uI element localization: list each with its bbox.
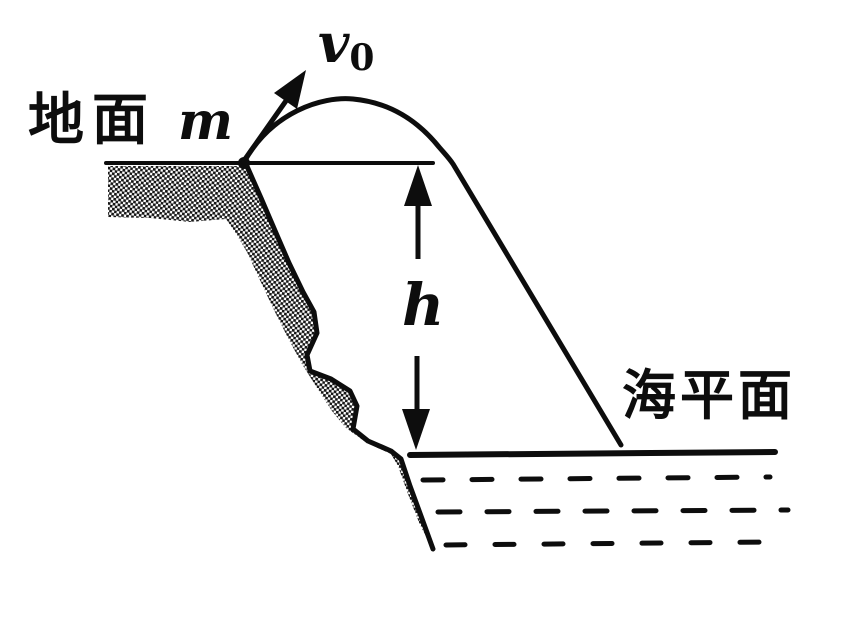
sea-level-label: 海平面 [622, 363, 796, 427]
velocity-subscript: 0 [349, 37, 375, 79]
trajectory-curve [241, 96, 624, 448]
height-arrowhead-up-icon [404, 165, 432, 206]
water-dash-line-2 [429, 507, 791, 515]
water-dash-line-1 [420, 474, 773, 483]
cliff-shape [108, 166, 433, 549]
ground-label: 地面 [28, 87, 156, 153]
initial-velocity-label: v0 [318, 16, 374, 76]
cliff-face-edge [243, 161, 436, 552]
height-arrowhead-down-icon [402, 409, 430, 450]
mass-label: m [178, 91, 234, 152]
velocity-arrowhead-icon [274, 70, 306, 109]
height-label: h [402, 271, 445, 339]
velocity-symbol: v [318, 11, 350, 75]
sea-level-line [407, 449, 778, 458]
water-dash-line-3 [440, 539, 775, 548]
